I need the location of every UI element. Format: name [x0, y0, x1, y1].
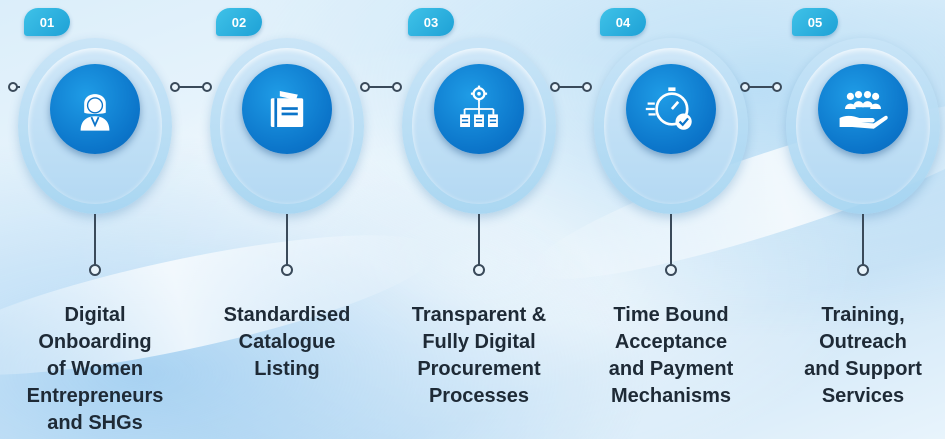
step-label: Digital Onboarding of Women Entrepreneur…	[0, 302, 196, 437]
step-label-line: and Payment	[608, 358, 734, 380]
step-stem	[286, 214, 288, 266]
step-label: Time Bound Acceptance and Payment Mechan…	[570, 302, 772, 410]
step-label-line: and SHGs	[47, 412, 143, 434]
step-label-line: Acceptance	[614, 331, 728, 353]
step-4: 04 Time Bound Acceptance and Payment Mec…	[576, 0, 766, 439]
woman-entrepreneur-icon	[50, 64, 140, 154]
step-label: Transparent & Fully Digital Procurement …	[378, 302, 580, 410]
connector-node	[392, 82, 402, 92]
connector-node	[772, 82, 782, 92]
connector-node	[170, 82, 180, 92]
connector-node	[8, 82, 18, 92]
procurement-network-gear-icon	[434, 64, 524, 154]
step-2: 02 Standardised Catalogue Listing	[192, 0, 382, 439]
step-label-line: and Support	[804, 358, 922, 380]
step-label-line: Outreach	[819, 331, 907, 353]
connector-node	[740, 82, 750, 92]
step-number-badge: 04	[600, 8, 646, 36]
step-label-line: Procurement	[417, 358, 541, 380]
step-label-line: Digital	[64, 304, 126, 326]
step-number-badge: 01	[24, 8, 70, 36]
step-3: 03 Transparent & Fully Digital Procureme…	[384, 0, 574, 439]
connector-node	[202, 82, 212, 92]
group-hand-support-icon	[818, 64, 908, 154]
step-stem-dot	[281, 264, 293, 276]
connector-node	[360, 82, 370, 92]
step-stem	[478, 214, 480, 266]
step-stem	[862, 214, 864, 266]
step-5: 05 Training, Outreach and Support Servic…	[768, 0, 945, 439]
connector-line	[362, 86, 398, 88]
connector-node	[582, 82, 592, 92]
step-number-badge: 02	[216, 8, 262, 36]
step-label-line: Processes	[428, 385, 530, 407]
connector-line	[742, 86, 778, 88]
step-label-line: Fully Digital	[422, 331, 536, 353]
step-number-badge: 05	[792, 8, 838, 36]
step-label-line: Mechanisms	[610, 385, 732, 407]
step-1: 01 Digital Onboarding of Women Entrepren…	[0, 0, 190, 439]
step-stem-dot	[89, 264, 101, 276]
step-label-line: Transparent &	[411, 304, 547, 326]
catalogue-book-icon	[242, 64, 332, 154]
connector-line	[552, 86, 588, 88]
step-label: Standardised Catalogue Listing	[186, 302, 388, 383]
step-label-line: of Women	[46, 358, 144, 380]
step-stem	[670, 214, 672, 266]
step-label-line: Standardised	[223, 304, 351, 326]
stopwatch-check-icon	[626, 64, 716, 154]
connector-node	[550, 82, 560, 92]
step-label: Training, Outreach and Support Services	[762, 302, 945, 410]
step-label-line: Entrepreneurs	[26, 385, 164, 407]
step-stem-dot	[665, 264, 677, 276]
step-label-line: Listing	[254, 358, 320, 380]
step-stem-dot	[473, 264, 485, 276]
step-label-line: Services	[821, 385, 905, 407]
step-label-line: Time Bound	[613, 304, 729, 326]
step-stem	[94, 214, 96, 266]
connector-line	[172, 86, 208, 88]
step-label-line: Onboarding	[38, 331, 152, 353]
step-label-line: Training,	[821, 304, 905, 326]
step-stem-dot	[857, 264, 869, 276]
step-number-badge: 03	[408, 8, 454, 36]
step-label-line: Catalogue	[238, 331, 336, 353]
